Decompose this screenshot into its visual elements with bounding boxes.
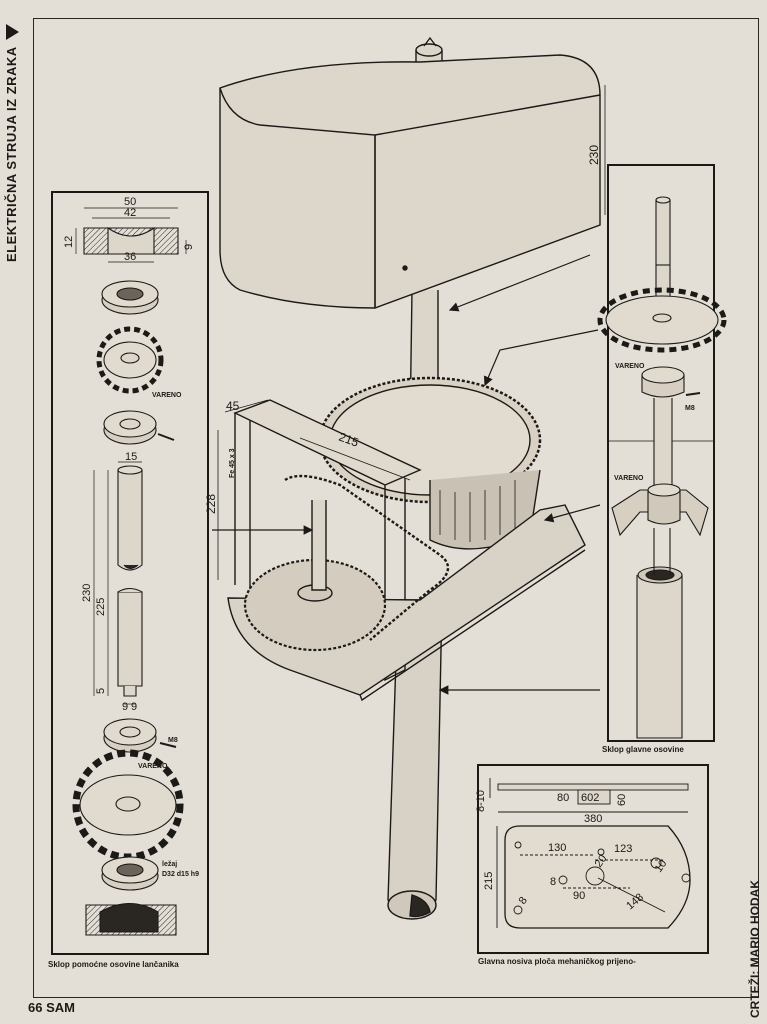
- dim-frame-height: 228: [204, 494, 218, 514]
- drawing-frame: [33, 18, 759, 998]
- label-welded-top: VARENO: [615, 363, 645, 370]
- caption-aux-shaft: Sklop pomoćne osovine lančanika: [48, 960, 179, 969]
- main-assembly: [219, 36, 601, 920]
- dim-housing-height: 12: [63, 236, 75, 248]
- dim-shaft-diameter: 15: [125, 451, 137, 463]
- label-profile-fe: Fe 45 x 3: [229, 448, 236, 478]
- dim-plate-80: 80: [557, 792, 569, 804]
- caption-main-shaft: Sklop glavne osovine: [602, 745, 684, 754]
- dim-shaft-end: 5: [95, 688, 107, 694]
- dim-box-height: 230: [587, 145, 601, 165]
- dim-housing-outer: 50: [124, 196, 136, 208]
- dim-shaft-body: 225: [95, 598, 107, 616]
- caption-main-plate: Glavna nosiva ploča mehaničkog prijeno-: [478, 957, 636, 966]
- label-welded-2: VARENO: [138, 763, 168, 770]
- dim-frame-length: 215: [337, 430, 361, 450]
- dim-frame-width: 45: [226, 399, 240, 413]
- dim-housing-depth: 9: [183, 244, 195, 250]
- dim-hole-20: 20: [593, 853, 610, 870]
- dim-hole-8b: 8: [517, 895, 530, 907]
- left-panel: 50 42 12 9 36 15 230 225 5 9 9 VARENO M8…: [51, 191, 209, 955]
- label-welded-1: VARENO: [152, 392, 182, 399]
- label-bearing: ležaj: [162, 861, 177, 868]
- dim-housing-inner: 42: [124, 207, 136, 219]
- triangle-marker-icon: [6, 24, 19, 40]
- page-number: 66 SAM: [28, 1000, 75, 1015]
- dim-pin-b: 9: [131, 701, 137, 713]
- dim-hole-90: 90: [573, 890, 585, 902]
- label-bearing-spec: D32 d15 h9: [162, 871, 199, 878]
- dim-hole-123: 123: [614, 843, 632, 855]
- plate-panel: 8-10 80 602 60 380 215 130 123 20 8 10 9…: [475, 764, 709, 954]
- dim-hole-10: 10: [653, 858, 670, 875]
- dim-plate-60: 60: [616, 794, 628, 806]
- dim-plate-width: 215: [483, 872, 495, 890]
- dim-bore: 36: [124, 251, 136, 263]
- dim-plate-thickness: 8-10: [475, 790, 487, 812]
- right-panel: VARENO M8 VARENO: [597, 164, 727, 742]
- dim-plate-602: 602: [581, 792, 599, 804]
- label-welded-bottom: VARENO: [614, 475, 644, 482]
- main-sprocket-icon: [597, 287, 727, 353]
- dim-shaft-length: 230: [81, 584, 93, 602]
- dim-plate-length: 380: [584, 813, 602, 825]
- small-sprocket-icon: [96, 326, 164, 394]
- center-dimensions: [212, 85, 606, 695]
- label-bolt: M8: [168, 737, 178, 744]
- dim-pin-a: 9: [122, 701, 128, 713]
- label-bolt-right: M8: [685, 405, 695, 412]
- dim-hole-8a: 8: [550, 876, 556, 888]
- dim-hole-130: 130: [548, 842, 566, 854]
